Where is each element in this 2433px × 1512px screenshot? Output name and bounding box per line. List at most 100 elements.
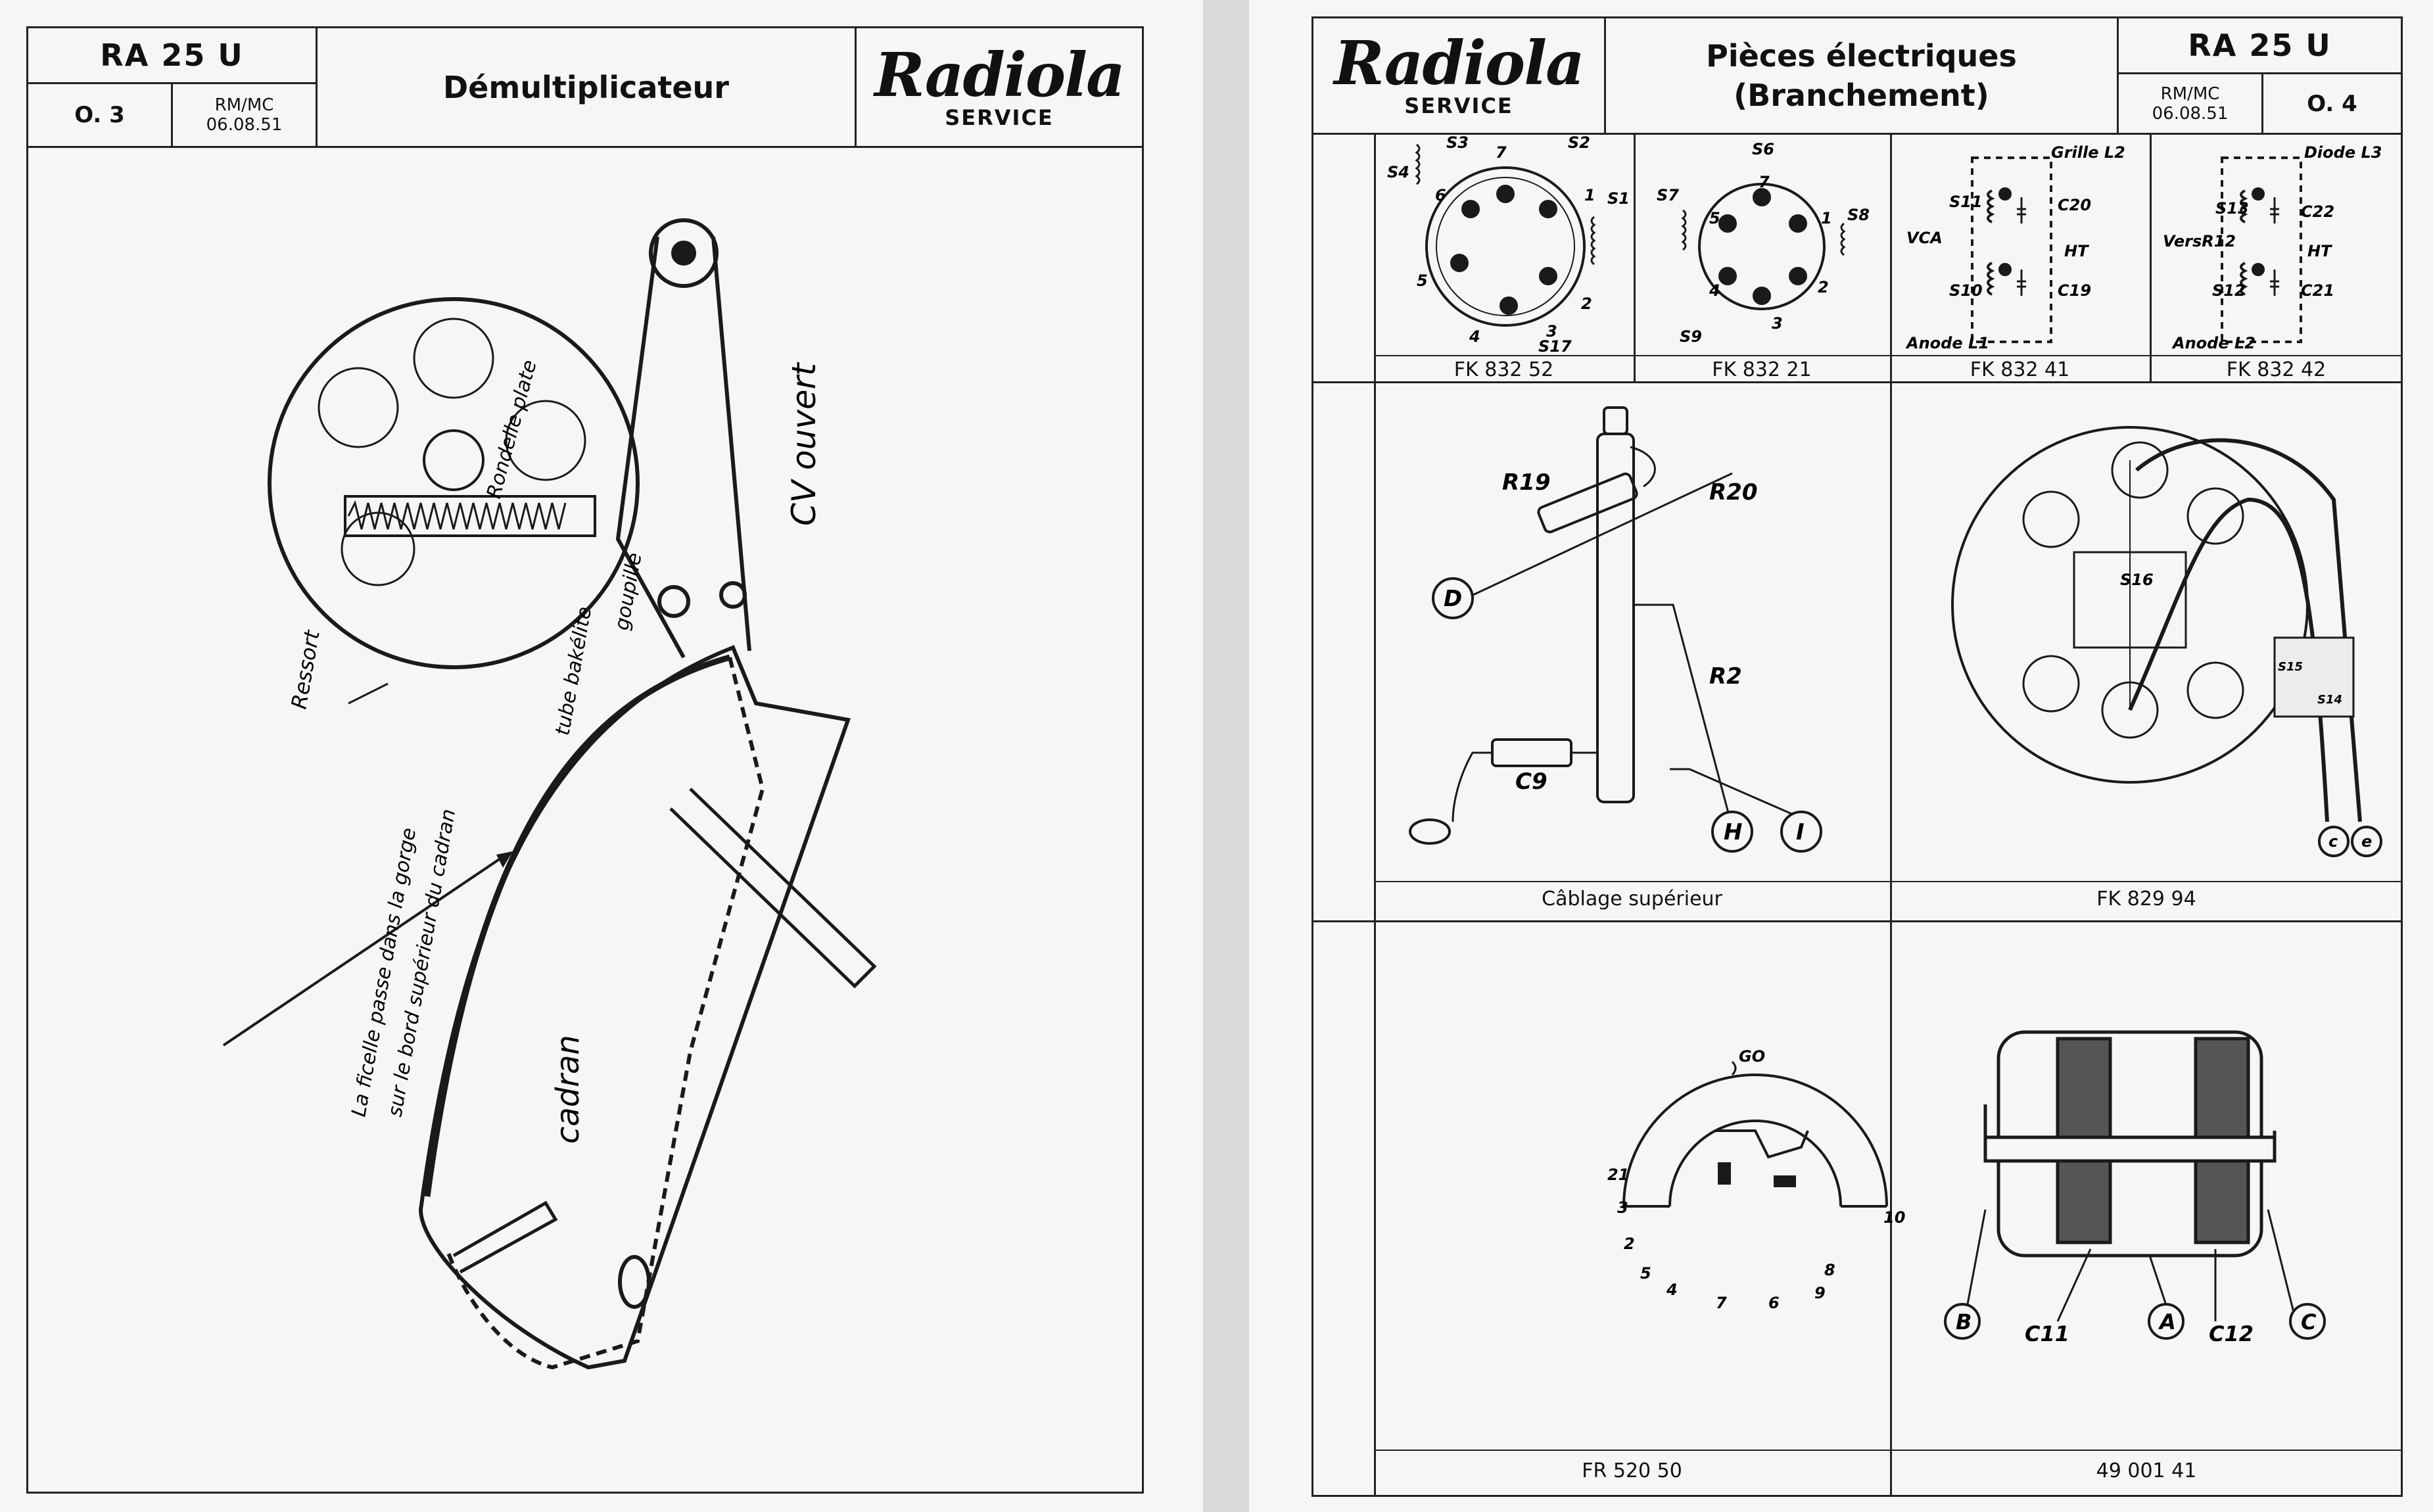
fr52050-9: 9 (1814, 1284, 1826, 1302)
fr52050-labels: GO 21 3 2 5 4 7 6 9 8 10 (1607, 1047, 1905, 1312)
right-body-frame (1311, 133, 2403, 1497)
string-pointer (222, 853, 508, 1047)
coil4-c22: C22 (2301, 202, 2334, 221)
drum-hole-top (413, 318, 494, 399)
coil3-anode: Anode L1 (1905, 334, 1989, 352)
page-title: Démultiplicateur (318, 28, 857, 146)
n4900141-c11: C11 (2025, 1321, 2069, 1346)
drum-disc (268, 297, 640, 669)
n4900141-terminals (1944, 1303, 2326, 1340)
coil3-ht: HT (2064, 242, 2089, 260)
col-divider-main (1890, 381, 1892, 1497)
caption-fr52050: FR 520 50 (1582, 1459, 1682, 1482)
coil1-p6: 6 (1435, 186, 1446, 204)
fr52050-5: 5 (1640, 1264, 1651, 1283)
fr52050-3: 3 (1617, 1198, 1628, 1217)
cablage-i: I (1796, 819, 1805, 845)
coil4-s12: S12 (2212, 281, 2246, 300)
label-cv-ouvert: CV ouvert (785, 362, 823, 526)
fk82994-drawing (1951, 426, 2362, 822)
fr52050-21: 21 (1607, 1166, 1629, 1184)
coil2-s8: S8 (1847, 206, 1870, 224)
cablage-drawing (1409, 406, 1795, 845)
spring-tube (344, 495, 596, 537)
brand-logo: Radiola (1334, 28, 1584, 99)
author-initials: RM/MC (2160, 83, 2220, 104)
col-divider-top-1 (1634, 135, 1636, 381)
coil-fk83221 (1681, 183, 1846, 310)
string-dashed (445, 657, 765, 1370)
coil1-p3: 3 (1546, 322, 1557, 341)
coil2-s6: S6 (1752, 140, 1774, 158)
coil1-p4: 4 (1469, 327, 1480, 346)
cablage-r2: R2 (1709, 663, 1742, 690)
fk82994-s15: S15 (2278, 660, 2303, 674)
drum-hub (423, 429, 484, 491)
coil1-s2: S2 (1568, 133, 1590, 152)
coil3-vca: VCA (1906, 229, 1943, 247)
coil1-p2: 2 (1581, 295, 1592, 313)
fr52050-drawing (1622, 1060, 1888, 1208)
coil1-s17: S17 (1538, 337, 1572, 356)
coil3-s11: S11 (1949, 193, 1983, 211)
electrical-parts-drawing: S3 S2 S4 S1 S17 7 6 1 5 2 4 3 S6 (1387, 133, 2382, 1346)
demultiplier-drawing: Rondelle plate CV ouvert Ressort tube ba… (222, 218, 877, 1370)
fr52050-go: GO (1739, 1047, 1765, 1066)
mid-pulley-right (719, 581, 747, 609)
right-page: Radiola SERVICE Pièces électriques (Bran… (1249, 0, 2433, 1512)
coil1-p7: 7 (1496, 143, 1507, 162)
belt-left (615, 236, 686, 659)
caption-rule-top (1374, 355, 2403, 356)
coil1-p1: 1 (1584, 186, 1595, 204)
coil3-c20: C20 (2058, 196, 2091, 214)
coil1-s4: S4 (1387, 163, 1409, 181)
author-initials: RM/MC (214, 95, 274, 115)
row-divider-2 (1311, 920, 2403, 922)
coil4-s13: S13 (2215, 199, 2249, 218)
belt-right (711, 236, 751, 651)
cablage-r19: R19 (1502, 469, 1551, 496)
row-divider-1 (1311, 381, 2403, 383)
coil2-p7: 7 (1759, 173, 1770, 191)
fk82994-terminals (2318, 826, 2382, 857)
folio-number: O. 3 (28, 84, 173, 146)
lower-bushing (618, 1255, 651, 1309)
left-margin-rule (1374, 135, 1376, 1497)
drum-hole-right (505, 400, 586, 481)
label-tube-bakelite: tube bakélite (551, 605, 596, 737)
caption-rule-mid (1374, 881, 2403, 882)
coil2-p1: 1 (1821, 209, 1832, 227)
spring (347, 500, 567, 530)
caption-fk83241: FK 832 41 (1970, 358, 2070, 381)
cablage-labels: R19 R20 D R2 C9 H I (1444, 469, 1805, 845)
coil3-grille: Grille L2 (2051, 143, 2125, 162)
coil4-diode: Diode L3 (2304, 143, 2382, 162)
coil-fk83241 (1971, 156, 2052, 343)
brand-block: Radiola SERVICE (1313, 18, 1606, 133)
top-pulley (649, 218, 719, 288)
left-page: RA 25 U O. 3 RM/MC 06.08.51 Démultiplica… (0, 0, 1203, 1512)
coil-fk83252-labels: S3 S2 S4 S1 S17 7 6 1 5 2 4 3 (1387, 133, 1630, 356)
coil1-s1: S1 (1607, 189, 1630, 208)
fk82994-c: c (2328, 832, 2338, 851)
coil-fk83242 (2221, 156, 2302, 343)
left-header-frame: RA 25 U O. 3 RM/MC 06.08.51 Démultiplica… (26, 26, 1144, 148)
n4900141-drawing (1964, 1030, 2296, 1322)
n4900141-labels: B C11 A C12 C (1956, 1310, 2317, 1346)
caption-fk83221: FK 832 21 (1712, 358, 1812, 381)
top-pulley-axle (671, 241, 696, 266)
coil2-p4: 4 (1709, 281, 1720, 300)
dial-plate (418, 645, 851, 1370)
author-date-block: RM/MC 06.08.51 (173, 84, 318, 146)
coil3-s10: S10 (1949, 281, 1983, 300)
cablage-d: D (1444, 586, 1462, 612)
cablage-c9: C9 (1515, 768, 1547, 795)
revision-date: 06.08.51 (2152, 103, 2229, 124)
coil4-anode: Anode L2 (2171, 334, 2256, 352)
model-number: RA 25 U (2119, 18, 2401, 74)
caption-fk83252: FK 832 52 (1453, 358, 1554, 381)
n4900141-a: A (2158, 1310, 2176, 1335)
caption-fk82994: FK 829 94 (2096, 887, 2196, 910)
service-label: SERVICE (945, 105, 1054, 130)
coil1-p5: 5 (1417, 272, 1428, 290)
